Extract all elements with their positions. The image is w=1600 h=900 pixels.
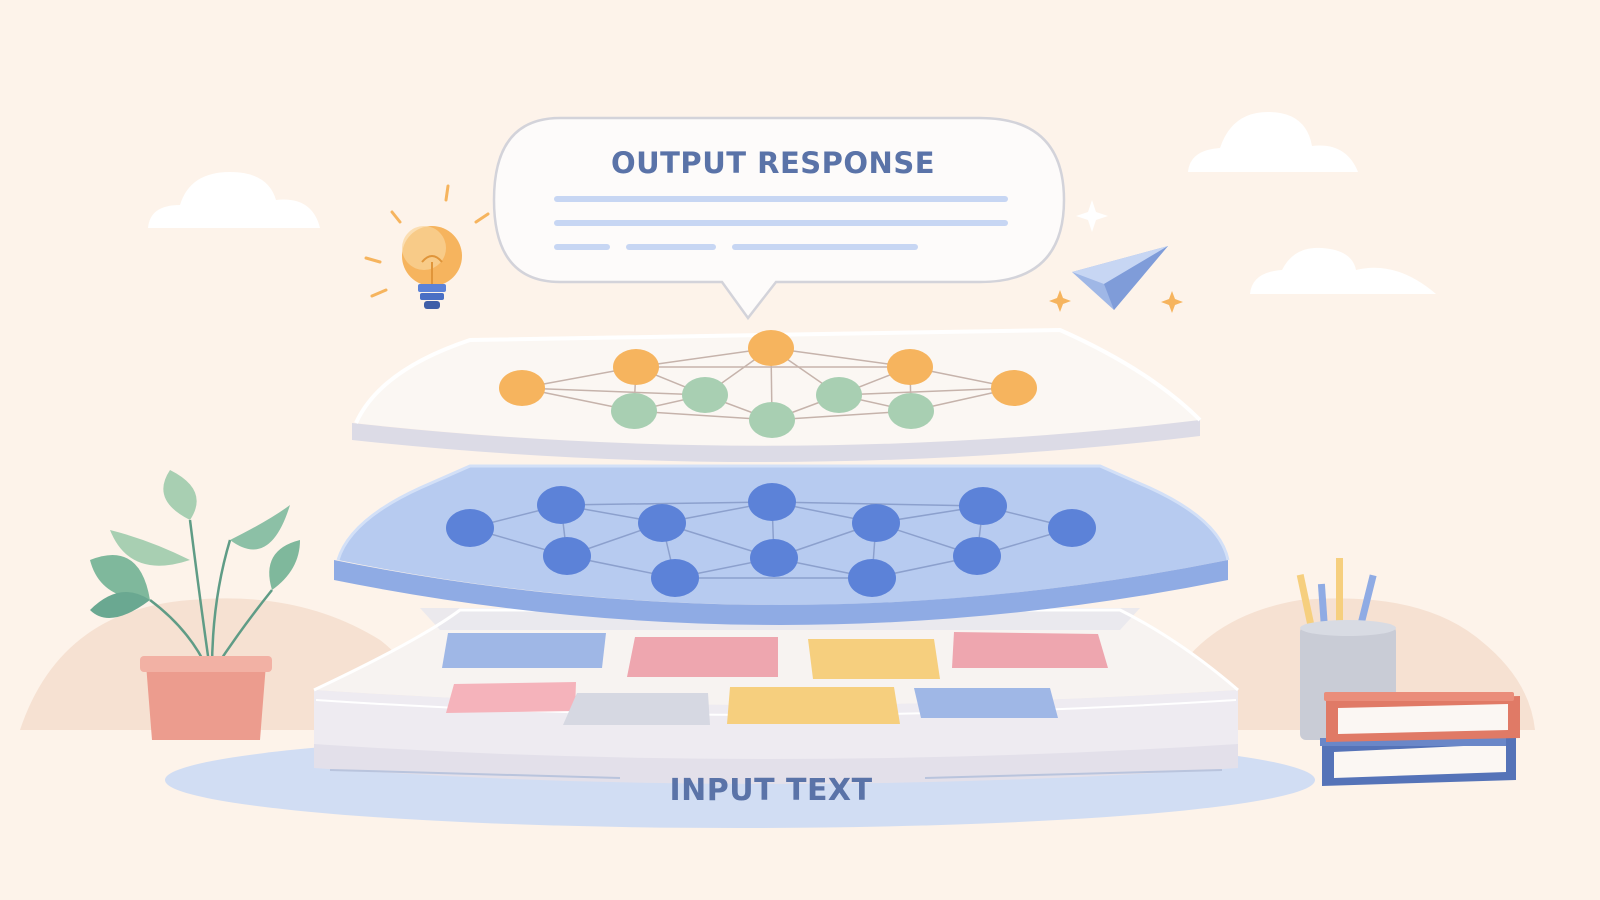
input-text-label: INPUT TEXT xyxy=(669,773,872,808)
output-node xyxy=(887,349,933,385)
token-card xyxy=(914,688,1058,718)
network-edge xyxy=(521,387,706,396)
cloud-icon xyxy=(1250,247,1436,294)
output-response-label: OUTPUT RESPONSE xyxy=(611,146,935,180)
hidden-node xyxy=(953,537,1001,575)
network-nodes xyxy=(499,330,1037,438)
token-card xyxy=(808,639,940,679)
lightbulb-icon xyxy=(364,184,490,309)
output-node xyxy=(499,370,545,406)
hidden-node xyxy=(543,537,591,575)
hidden-node xyxy=(750,539,798,577)
network-edge xyxy=(770,347,911,368)
hidden-node xyxy=(611,393,657,429)
hidden-node xyxy=(1048,509,1096,547)
output-layer xyxy=(352,327,1202,463)
network-edge xyxy=(771,410,912,421)
pencil-cup-icon xyxy=(1296,558,1396,740)
hidden-node xyxy=(682,377,728,413)
network-nodes xyxy=(446,483,1096,597)
hidden-node xyxy=(446,509,494,547)
token-card xyxy=(952,632,1108,668)
token-card xyxy=(727,687,900,724)
hidden-node xyxy=(816,377,862,413)
hidden-node xyxy=(848,559,896,597)
token-card xyxy=(442,633,606,668)
output-node xyxy=(748,330,794,366)
token-card xyxy=(627,637,778,677)
hidden-node xyxy=(852,504,900,542)
hidden-node xyxy=(959,487,1007,525)
token-card xyxy=(563,693,710,725)
network-edge xyxy=(560,501,773,506)
network-edge xyxy=(771,501,984,507)
books-icon xyxy=(1320,692,1520,786)
network-edge xyxy=(838,387,1015,396)
potted-plant-icon xyxy=(90,470,300,740)
output-node xyxy=(991,370,1037,406)
hidden-node xyxy=(748,483,796,521)
sparkle-icon xyxy=(1076,200,1108,232)
sparkle-icon xyxy=(1049,290,1183,313)
hidden-node xyxy=(638,504,686,542)
hidden-node xyxy=(651,559,699,597)
network-edge xyxy=(633,410,773,421)
paper-plane-icon xyxy=(1072,246,1168,310)
cloud-icon xyxy=(1188,112,1358,172)
hidden-layer xyxy=(334,464,1230,625)
cloud-icon xyxy=(148,172,320,228)
hidden-node xyxy=(537,486,585,524)
input-tokens xyxy=(442,632,1108,725)
hidden-node xyxy=(888,393,934,429)
token-card xyxy=(446,682,576,713)
output-speech-bubble: OUTPUT RESPONSE xyxy=(492,116,1066,321)
hidden-node xyxy=(749,402,795,438)
output-node xyxy=(613,349,659,385)
